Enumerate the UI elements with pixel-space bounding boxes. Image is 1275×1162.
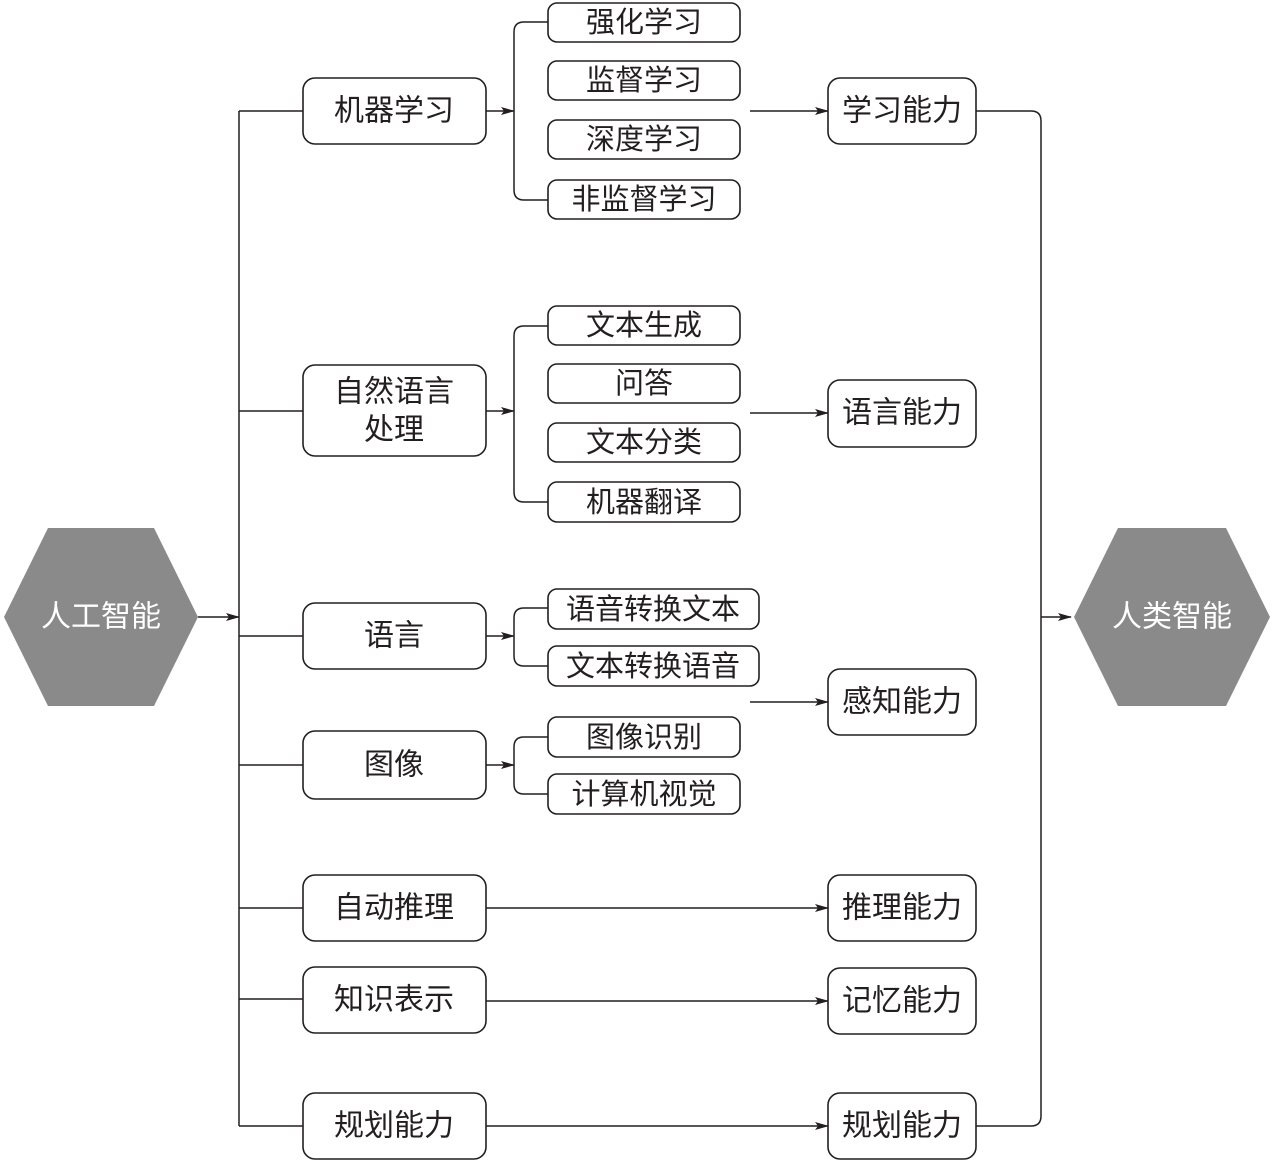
ability-planning: 规划能力 — [827, 1092, 977, 1160]
ability-language-label: 语言能力 — [842, 396, 962, 431]
subtopic-ml-1: 监督学习 — [547, 60, 741, 101]
domain-nlp-label-line2: 处理 — [364, 413, 424, 448]
ability-memory: 记忆能力 — [827, 967, 977, 1035]
subtopic-speech-0: 语音转换文本 — [547, 588, 760, 630]
ability-reasoning-label: 推理能力 — [842, 891, 962, 926]
domain-planning: 规划能力 — [302, 1092, 487, 1160]
ability-memory-label: 记忆能力 — [842, 984, 962, 1019]
ability-reasoning: 推理能力 — [827, 874, 977, 942]
domain-planning-label: 规划能力 — [334, 1109, 454, 1144]
target-node: 人类智能 — [1074, 528, 1270, 706]
subtopic-ml-0: 强化学习 — [547, 2, 741, 43]
subtopic-label: 语音转换文本 — [566, 592, 740, 626]
subtopic-label: 文本生成 — [586, 308, 702, 342]
subtopic-label: 图像识别 — [586, 720, 702, 754]
source-node: 人工智能 — [4, 528, 198, 706]
subtopic-speech-1: 文本转换语音 — [547, 645, 760, 687]
domain-reasoning-label: 自动推理 — [334, 891, 454, 926]
subtopic-label: 非监督学习 — [571, 182, 716, 216]
subtopic-label: 文本分类 — [586, 425, 702, 459]
connectors — [198, 21, 1072, 1130]
subtopic-nlp-1: 问答 — [547, 363, 741, 404]
subtopic-label: 文本转换语音 — [566, 649, 740, 683]
subtopic-nlp-3: 机器翻译 — [547, 481, 741, 523]
ability-perception-label: 感知能力 — [842, 685, 962, 720]
subtopic-ml-2: 深度学习 — [547, 119, 741, 160]
subtopic-label: 机器翻译 — [586, 485, 702, 519]
domain-speech: 语言 — [302, 602, 487, 670]
ability-planning-label: 规划能力 — [842, 1109, 962, 1144]
subtopic-image-0: 图像识别 — [547, 716, 741, 758]
source-node-label: 人工智能 — [41, 600, 161, 635]
subtopic-label: 深度学习 — [586, 122, 702, 156]
subtopic-nlp-2: 文本分类 — [547, 422, 741, 463]
ability-perception: 感知能力 — [827, 668, 977, 736]
subtopic-ml-3: 非监督学习 — [547, 179, 741, 220]
right-trunk-line — [976, 110, 1042, 1127]
domain-nlp: 自然语言 处理 — [302, 364, 487, 457]
domain-knowledge: 知识表示 — [302, 966, 487, 1034]
ability-learning-label: 学习能力 — [842, 94, 962, 129]
subtopic-label: 计算机视觉 — [571, 777, 716, 811]
domain-knowledge-label: 知识表示 — [334, 983, 454, 1018]
ability-learning: 学习能力 — [827, 77, 977, 145]
subtopic-label: 监督学习 — [586, 63, 702, 97]
domain-ml-label: 机器学习 — [334, 94, 454, 129]
subtopic-image-1: 计算机视觉 — [547, 773, 741, 815]
subtopic-label: 问答 — [615, 366, 673, 400]
target-node-label: 人类智能 — [1112, 600, 1232, 635]
subtopic-label: 强化学习 — [586, 5, 702, 39]
domain-image-label: 图像 — [364, 748, 424, 783]
domain-reasoning: 自动推理 — [302, 874, 487, 942]
ability-language: 语言能力 — [827, 379, 977, 448]
domain-ml: 机器学习 — [302, 77, 487, 145]
domain-image: 图像 — [302, 730, 487, 800]
domain-speech-label: 语言 — [364, 619, 424, 654]
domain-nlp-label-line1: 自然语言 — [334, 375, 454, 410]
subtopic-nlp-0: 文本生成 — [547, 305, 741, 346]
